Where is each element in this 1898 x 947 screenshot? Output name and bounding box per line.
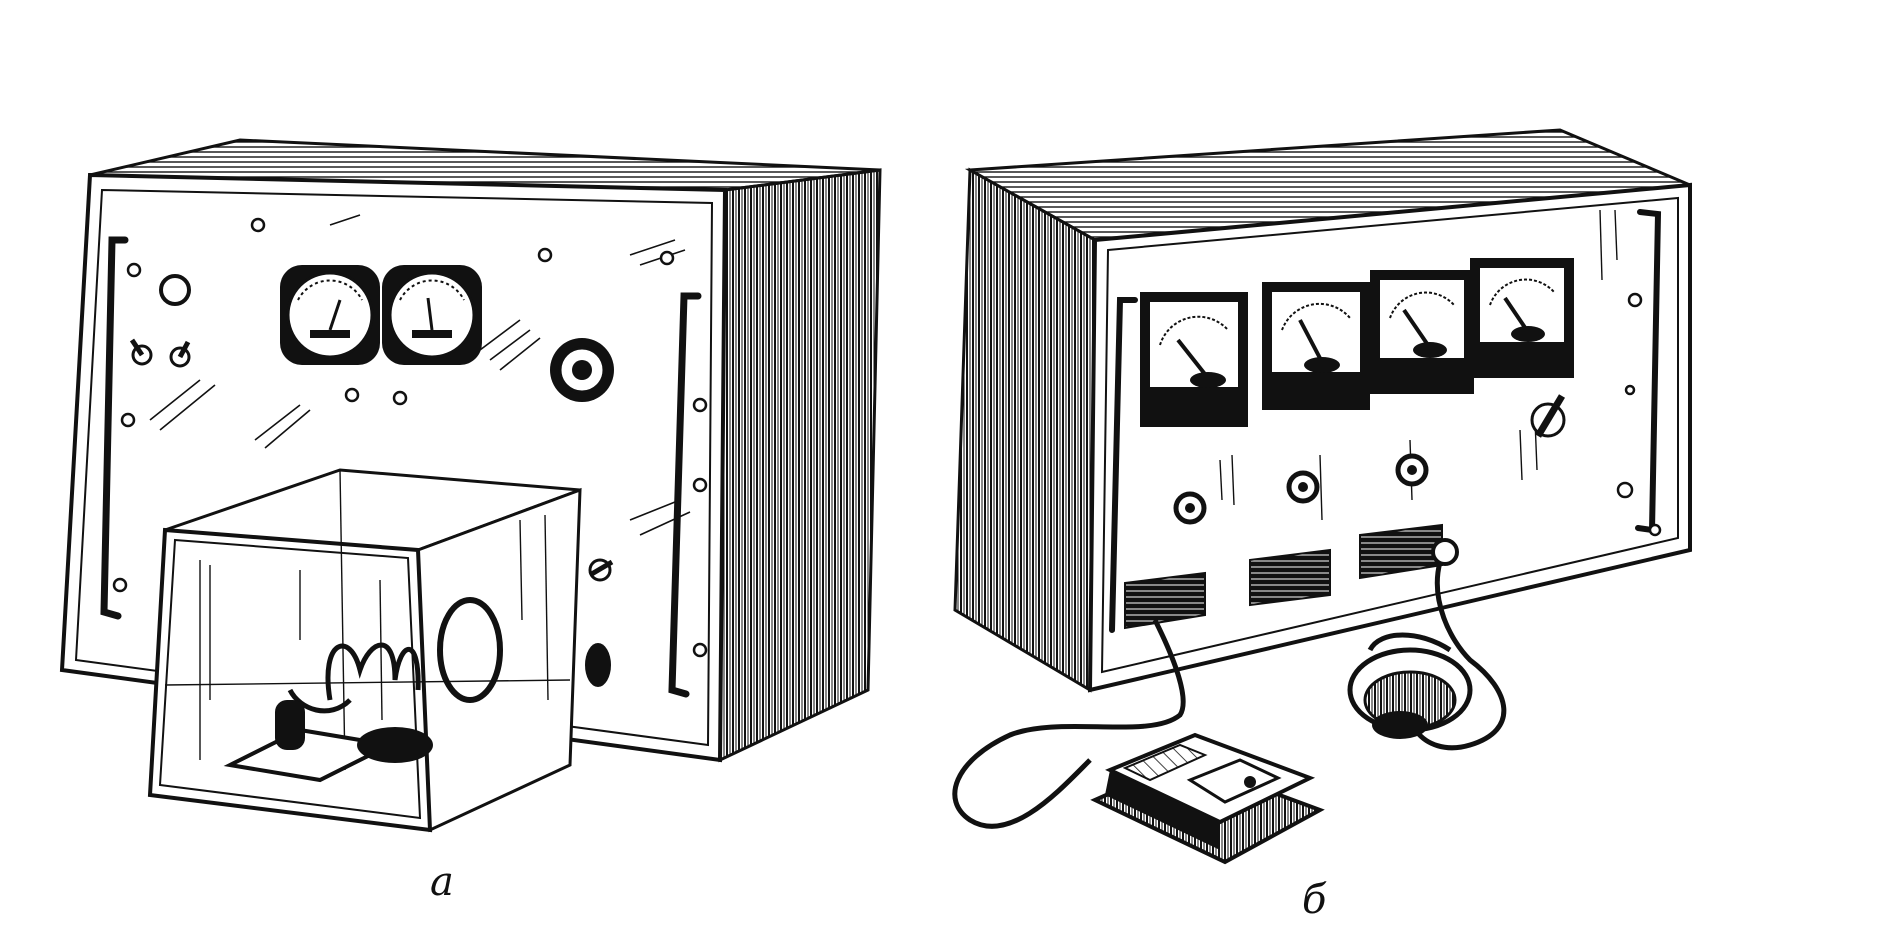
vent-grille-2 [1249,548,1331,607]
panel-meter-3 [1370,270,1474,394]
device-a-right-handle[interactable] [668,292,702,698]
transparent-box [147,468,582,833]
selector-switch[interactable] [1530,394,1566,438]
connector-socket[interactable] [585,643,611,687]
device-a-left-handle[interactable] [100,236,129,620]
handheld-button-icon[interactable] [1244,776,1256,788]
panel-meter-1 [1140,292,1248,427]
device-a-shading [149,214,691,536]
device-b-panel-inset [1100,196,1679,674]
device-b [952,128,1692,865]
panel-meter-2 [1262,282,1370,410]
pilot-lamp-icon [159,274,191,306]
toggle-switch-2[interactable] [169,340,191,368]
caption-a: а [430,859,454,905]
knob-2[interactable] [1286,470,1320,504]
device-b-side [953,167,1097,693]
toggle-switch-1[interactable] [129,338,153,366]
knob-3[interactable] [1395,453,1429,487]
device-b-screws [1616,292,1662,537]
small-switch[interactable] [588,558,614,582]
rotary-knob[interactable] [550,338,614,402]
device-a-screws [112,217,708,658]
panel-meter-4 [1470,258,1574,378]
caption-b: б [1302,877,1327,923]
coil-sensor-b[interactable] [1347,632,1473,739]
device-b-left-handle[interactable] [1109,297,1138,633]
dial-gauge-2 [382,265,482,365]
dial-gauge-1 [280,265,380,365]
device-a [59,138,882,833]
device-b-right-handle[interactable] [1635,209,1662,534]
cable-connector[interactable] [1431,538,1459,566]
sensor-base [223,700,433,783]
handheld-unit[interactable] [1090,732,1325,865]
knob-1[interactable] [1173,491,1207,525]
device-a-side [718,168,882,763]
device-a-panel-inset [74,188,714,747]
coil-sensor-a [287,597,503,714]
vent-grille-1 [1124,571,1206,630]
